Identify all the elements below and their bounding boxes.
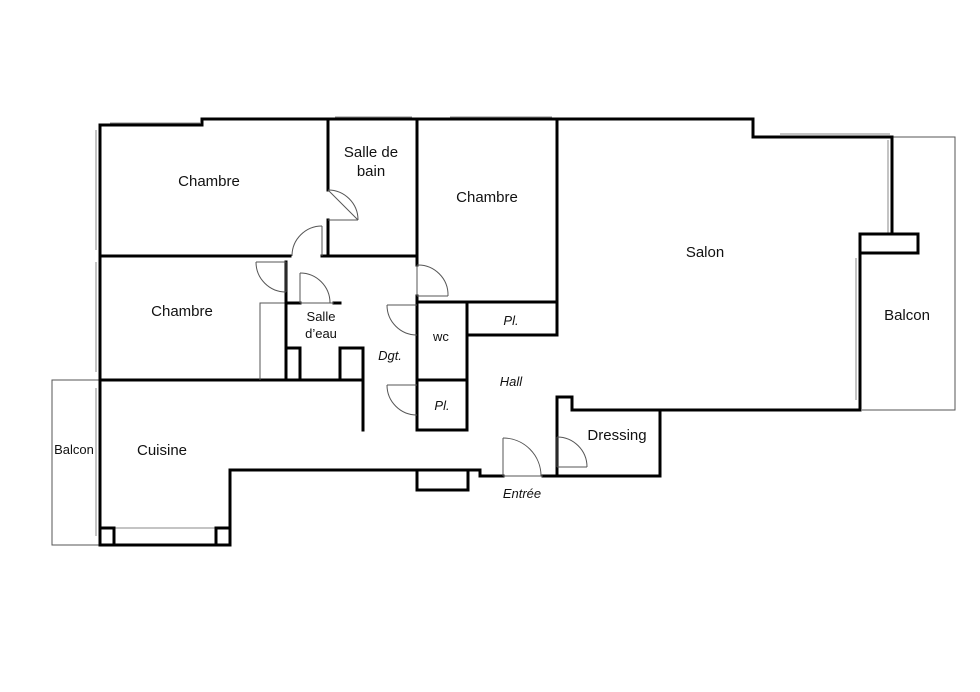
label-hall: Hall xyxy=(500,374,524,389)
label-chambre-3: Chambre xyxy=(151,303,213,320)
label-salle-de-bain-2: bain xyxy=(357,163,385,180)
label-salle-de-bain-1: Salle de xyxy=(344,144,398,161)
label-placard-2: Pl. xyxy=(434,398,449,413)
label-salon: Salon xyxy=(686,244,724,261)
label-placard-1: Pl. xyxy=(503,313,518,328)
label-salle-deau-1: Salle xyxy=(307,309,336,324)
label-chambre-2: Chambre xyxy=(456,189,518,206)
balcony-outlines xyxy=(51,136,956,546)
label-chambre-1: Chambre xyxy=(178,173,240,190)
doors xyxy=(255,189,588,477)
label-wc: wc xyxy=(432,329,449,344)
label-degagement: Dgt. xyxy=(378,348,402,363)
label-salle-deau-2: d’eau xyxy=(305,326,337,341)
label-dressing: Dressing xyxy=(587,427,646,444)
label-balcon-left: Balcon xyxy=(54,442,94,457)
walls xyxy=(98,117,920,547)
label-cuisine: Cuisine xyxy=(137,442,187,459)
label-entree: Entrée xyxy=(503,486,541,501)
windows xyxy=(95,116,890,536)
label-balcon-right: Balcon xyxy=(884,307,930,324)
